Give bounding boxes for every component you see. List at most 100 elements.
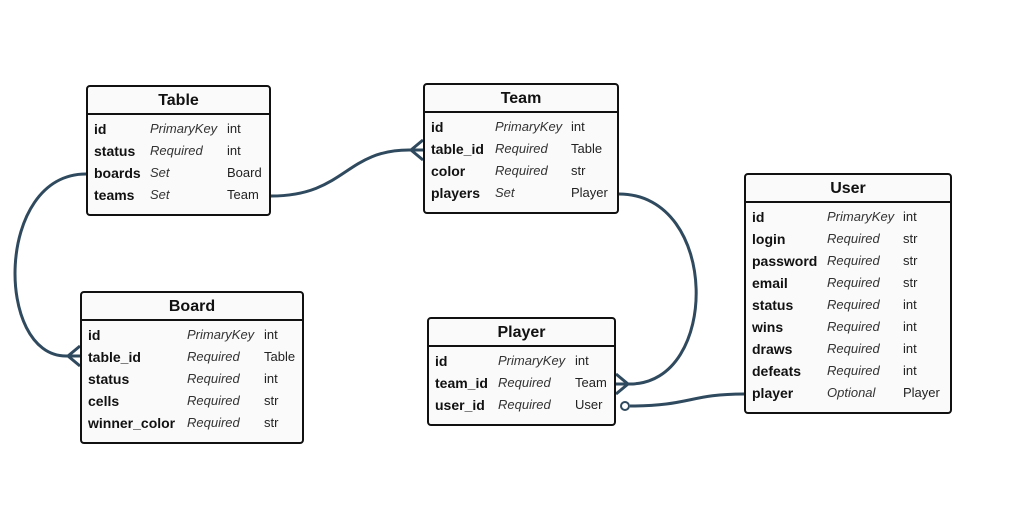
optional-circle-player xyxy=(620,401,630,411)
field-name: teams xyxy=(94,187,135,203)
rel-table-boards-to-board xyxy=(13,172,87,358)
field-row: table_id Required Table xyxy=(425,138,617,160)
entity-team[interactable]: Team id PrimaryKey int table_id Required… xyxy=(423,83,619,214)
field-name: defeats xyxy=(752,363,802,379)
entity-fields: id PrimaryKey int team_id Required Team … xyxy=(429,347,614,419)
field-name: email xyxy=(752,275,788,291)
field-name: id xyxy=(431,119,444,135)
field-row: status Required int xyxy=(746,294,950,316)
field-row: wins Required int xyxy=(746,316,950,338)
field-type: int xyxy=(903,363,917,378)
entity-board[interactable]: Board id PrimaryKey int table_id Require… xyxy=(80,291,304,444)
entity-player[interactable]: Player id PrimaryKey int team_id Require… xyxy=(427,317,616,426)
field-type: int xyxy=(571,119,585,134)
crow-foot-board xyxy=(65,344,81,368)
field-row: players Set Player xyxy=(425,182,617,204)
field-row: user_id Required User xyxy=(429,394,614,416)
field-modifier: Required xyxy=(827,231,880,246)
field-type: str xyxy=(903,253,918,268)
field-modifier: Required xyxy=(498,397,551,412)
field-type: Table xyxy=(571,141,603,156)
entity-fields: id PrimaryKey int table_id Required Tabl… xyxy=(425,113,617,207)
field-name: winner_color xyxy=(88,415,176,431)
field-row: winner_color Required str xyxy=(82,412,302,434)
field-row: cells Required str xyxy=(82,390,302,412)
field-modifier: PrimaryKey xyxy=(498,353,566,368)
field-type: Board xyxy=(227,165,262,180)
crow-foot-player xyxy=(615,372,632,396)
field-modifier: Required xyxy=(187,415,240,430)
field-row: table_id Required Table xyxy=(82,346,302,368)
field-name: wins xyxy=(752,319,784,335)
entity-table[interactable]: Table id PrimaryKey int status Required … xyxy=(86,85,271,216)
entity-title: Board xyxy=(82,293,302,321)
field-row: color Required str xyxy=(425,160,617,182)
entity-fields: id PrimaryKey int login Required str pas… xyxy=(746,203,950,407)
entity-fields: id PrimaryKey int status Required int bo… xyxy=(88,115,269,209)
field-name: id xyxy=(88,327,101,343)
field-type: Player xyxy=(903,385,940,400)
field-name: login xyxy=(752,231,786,247)
field-name: cells xyxy=(88,393,120,409)
field-modifier: Required xyxy=(187,393,240,408)
field-type: int xyxy=(903,297,917,312)
field-row: teams Set Team xyxy=(88,184,269,206)
field-row: id PrimaryKey int xyxy=(88,118,269,140)
crow-foot-team xyxy=(408,138,424,162)
field-modifier: Set xyxy=(150,165,170,180)
field-type: int xyxy=(903,209,917,224)
field-name: user_id xyxy=(435,397,485,413)
field-row: team_id Required Team xyxy=(429,372,614,394)
field-name: players xyxy=(431,185,481,201)
entity-title: Player xyxy=(429,319,614,347)
field-row: id PrimaryKey int xyxy=(746,206,950,228)
field-type: str xyxy=(903,275,918,290)
field-name: draws xyxy=(752,341,793,357)
field-name: status xyxy=(88,371,130,387)
field-modifier: Required xyxy=(827,253,880,268)
rel-team-players-to-player xyxy=(618,192,698,386)
field-name: team_id xyxy=(435,375,488,391)
field-name: status xyxy=(752,297,794,313)
rel-user-player-to-player xyxy=(629,392,745,408)
field-modifier: Required xyxy=(827,297,880,312)
entity-title: Team xyxy=(425,85,617,113)
field-name: status xyxy=(94,143,136,159)
field-name: id xyxy=(752,209,765,225)
field-type: int xyxy=(575,353,589,368)
entity-title: Table xyxy=(88,87,269,115)
field-name: id xyxy=(94,121,107,137)
field-modifier: Set xyxy=(150,187,170,202)
field-modifier: Optional xyxy=(827,385,876,400)
field-modifier: Required xyxy=(827,275,880,290)
field-name: player xyxy=(752,385,794,401)
field-modifier: Required xyxy=(150,143,203,158)
field-modifier: PrimaryKey xyxy=(827,209,895,224)
field-modifier: PrimaryKey xyxy=(495,119,563,134)
field-modifier: Required xyxy=(827,341,880,356)
field-row: status Required int xyxy=(82,368,302,390)
field-type: str xyxy=(903,231,918,246)
field-row: defeats Required int xyxy=(746,360,950,382)
field-row: email Required str xyxy=(746,272,950,294)
field-modifier: PrimaryKey xyxy=(187,327,255,342)
field-type: Team xyxy=(227,187,259,202)
field-name: color xyxy=(431,163,466,179)
field-modifier: Required xyxy=(495,163,548,178)
field-row: id PrimaryKey int xyxy=(429,350,614,372)
field-row: password Required str xyxy=(746,250,950,272)
field-name: table_id xyxy=(431,141,484,157)
field-modifier: Required xyxy=(187,349,240,364)
entity-user[interactable]: User id PrimaryKey int login Required st… xyxy=(744,173,952,414)
field-type: Team xyxy=(575,375,607,390)
entity-fields: id PrimaryKey int table_id Required Tabl… xyxy=(82,321,302,437)
field-modifier: Required xyxy=(498,375,551,390)
field-type: str xyxy=(264,393,279,408)
field-type: str xyxy=(571,163,586,178)
field-name: password xyxy=(752,253,818,269)
field-row: id PrimaryKey int xyxy=(82,324,302,346)
field-type: User xyxy=(575,397,603,412)
field-row: id PrimaryKey int xyxy=(425,116,617,138)
field-name: table_id xyxy=(88,349,141,365)
